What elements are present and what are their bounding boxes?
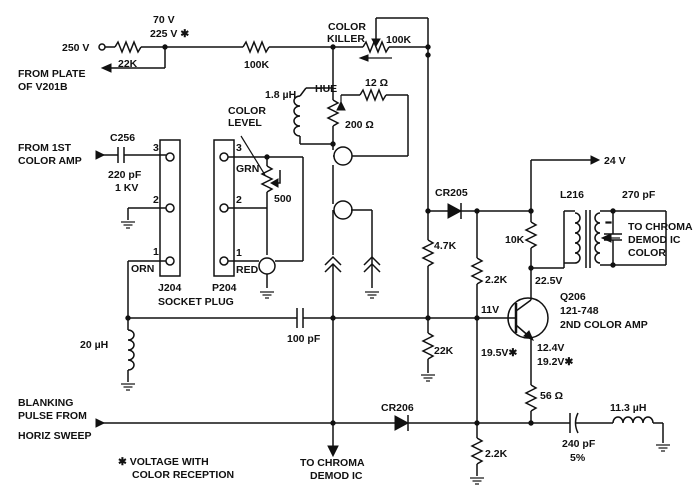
- label-to-chroma-3: COLOR: [628, 247, 666, 259]
- label-l216: L216: [560, 189, 584, 201]
- blanking-path: [95, 318, 671, 485]
- resistor-22k-supply: [114, 39, 142, 55]
- supply-input: [98, 17, 431, 73]
- labels: 250 V 70 V 225 V ✱ 22K FROM PLATE OF V20…: [18, 14, 693, 482]
- label-22k-top: 22K: [118, 58, 138, 70]
- label-pin3-p204: 3: [236, 142, 242, 154]
- label-500: 500: [274, 193, 292, 205]
- amplifier-stage: [420, 47, 667, 426]
- label-24v: 24 V: [604, 155, 626, 167]
- label-cr205: CR205: [435, 187, 468, 199]
- label-2-2k-bias: 2.2K: [485, 274, 508, 286]
- test-point-lower: [333, 200, 353, 220]
- label-pin2-p204: 2: [236, 194, 242, 206]
- diode-cr206: [394, 415, 410, 431]
- label-11v: 11V: [481, 304, 499, 316]
- label-1-8uh: 1.8 µH: [265, 89, 296, 101]
- label-from-plate-2: OF V201B: [18, 81, 68, 93]
- resistor-4-7k: [421, 239, 435, 267]
- label-from-1st-2: COLOR AMP: [18, 155, 82, 167]
- label-hue: HUE: [315, 83, 337, 95]
- label-22-5v: 22.5V: [535, 275, 562, 287]
- label-100k-b: 100K: [386, 34, 412, 46]
- resistor-2-2k-blank: [470, 437, 484, 465]
- connector-chevrons: [324, 255, 381, 458]
- resistor-12-ohm: [359, 87, 387, 103]
- label-pin3-j204: 3: [153, 142, 159, 154]
- label-color-killer-1: COLOR: [328, 21, 366, 33]
- hue-pot-200: [326, 99, 340, 127]
- resistor-22k-mid: [421, 332, 435, 360]
- label-20uh: 20 µH: [80, 339, 108, 351]
- label-color-level-1: COLOR: [228, 105, 266, 117]
- resistor-56-ohm: [524, 384, 538, 412]
- label-c256: C256: [110, 132, 135, 144]
- label-1kv: 1 KV: [115, 182, 138, 194]
- label-220pf: 220 pF: [108, 169, 142, 181]
- label-12-4v: 12.4V: [537, 342, 564, 354]
- label-pin1-j204: 1: [153, 246, 159, 258]
- inductor-1-8uh: [293, 95, 301, 137]
- label-5pct: 5%: [570, 452, 586, 464]
- label-19-5v: 19.5V✱: [481, 347, 517, 359]
- label-11-3uh: 11.3 µH: [610, 402, 646, 414]
- label-10k: 10K: [505, 234, 525, 246]
- label-to-demod-1: TO CHROMA: [300, 457, 365, 469]
- resistor-100k-supply: [242, 39, 270, 55]
- resistor-10k: [524, 221, 538, 249]
- transformer-l216-secondary: [594, 212, 601, 264]
- label-22k-mid: 22K: [434, 345, 454, 357]
- label-pin1-p204: 1: [236, 247, 242, 259]
- label-pin2-j204: 2: [153, 194, 159, 206]
- label-from-plate-1: FROM PLATE: [18, 68, 85, 80]
- label-56-ohm: 56 Ω: [540, 390, 563, 402]
- inductor-11-3uh: [612, 416, 654, 424]
- label-19-2v: 19.2V✱: [537, 356, 573, 368]
- label-q206-part: 121-748: [560, 305, 599, 317]
- resistor-2-2k-bias: [470, 257, 484, 285]
- label-to-demod-2: DEMOD IC: [310, 470, 363, 482]
- test-point-upper: [333, 146, 353, 166]
- label-225v: 225 V ✱: [150, 28, 189, 40]
- label-2-2k-blank: 2.2K: [485, 448, 508, 460]
- label-cr206: CR206: [381, 402, 414, 414]
- label-200-ohm: 200 Ω: [345, 119, 374, 131]
- label-12-ohm: 12 Ω: [365, 77, 388, 89]
- color-level-pot-500: [260, 165, 274, 193]
- label-grn: GRN: [236, 163, 259, 175]
- input-network: [120, 261, 516, 391]
- transformer-l216-primary: [574, 212, 581, 264]
- hue-network: [293, 44, 409, 299]
- label-color-level-2: LEVEL: [228, 117, 262, 129]
- label-note-2: COLOR RECEPTION: [132, 469, 234, 481]
- label-100k-a: 100K: [244, 59, 270, 71]
- label-p204: P204: [212, 282, 237, 294]
- label-socket-plug: SOCKET PLUG: [158, 296, 234, 308]
- label-240pf: 240 pF: [562, 438, 596, 450]
- label-270pf: 270 pF: [622, 189, 656, 201]
- label-q206-desc: 2ND COLOR AMP: [560, 319, 648, 331]
- label-note-1: ✱ VOLTAGE WITH: [118, 456, 209, 468]
- label-blanking-1: BLANKING: [18, 397, 73, 409]
- diode-cr205: [447, 203, 463, 219]
- color-level-network: [95, 135, 304, 299]
- label-70v: 70 V: [153, 14, 175, 26]
- label-red: RED: [236, 264, 259, 276]
- inductor-20uh: [127, 329, 135, 371]
- label-to-chroma-1: TO CHROMA: [628, 221, 693, 233]
- label-to-chroma-2: DEMOD IC: [628, 234, 681, 246]
- label-4-7k: 4.7K: [434, 240, 457, 252]
- label-q206: Q206: [560, 291, 586, 303]
- label-blanking-3: HORIZ SWEEP: [18, 430, 92, 442]
- label-orn: ORN: [131, 263, 154, 275]
- label-from-1st-1: FROM 1ST: [18, 142, 72, 154]
- label-j204: J204: [158, 282, 182, 294]
- label-100pf: 100 pF: [287, 333, 321, 345]
- label-color-killer-2: KILLER: [327, 33, 365, 45]
- label-250v: 250 V: [62, 42, 89, 54]
- label-blanking-2: PULSE FROM: [18, 410, 87, 422]
